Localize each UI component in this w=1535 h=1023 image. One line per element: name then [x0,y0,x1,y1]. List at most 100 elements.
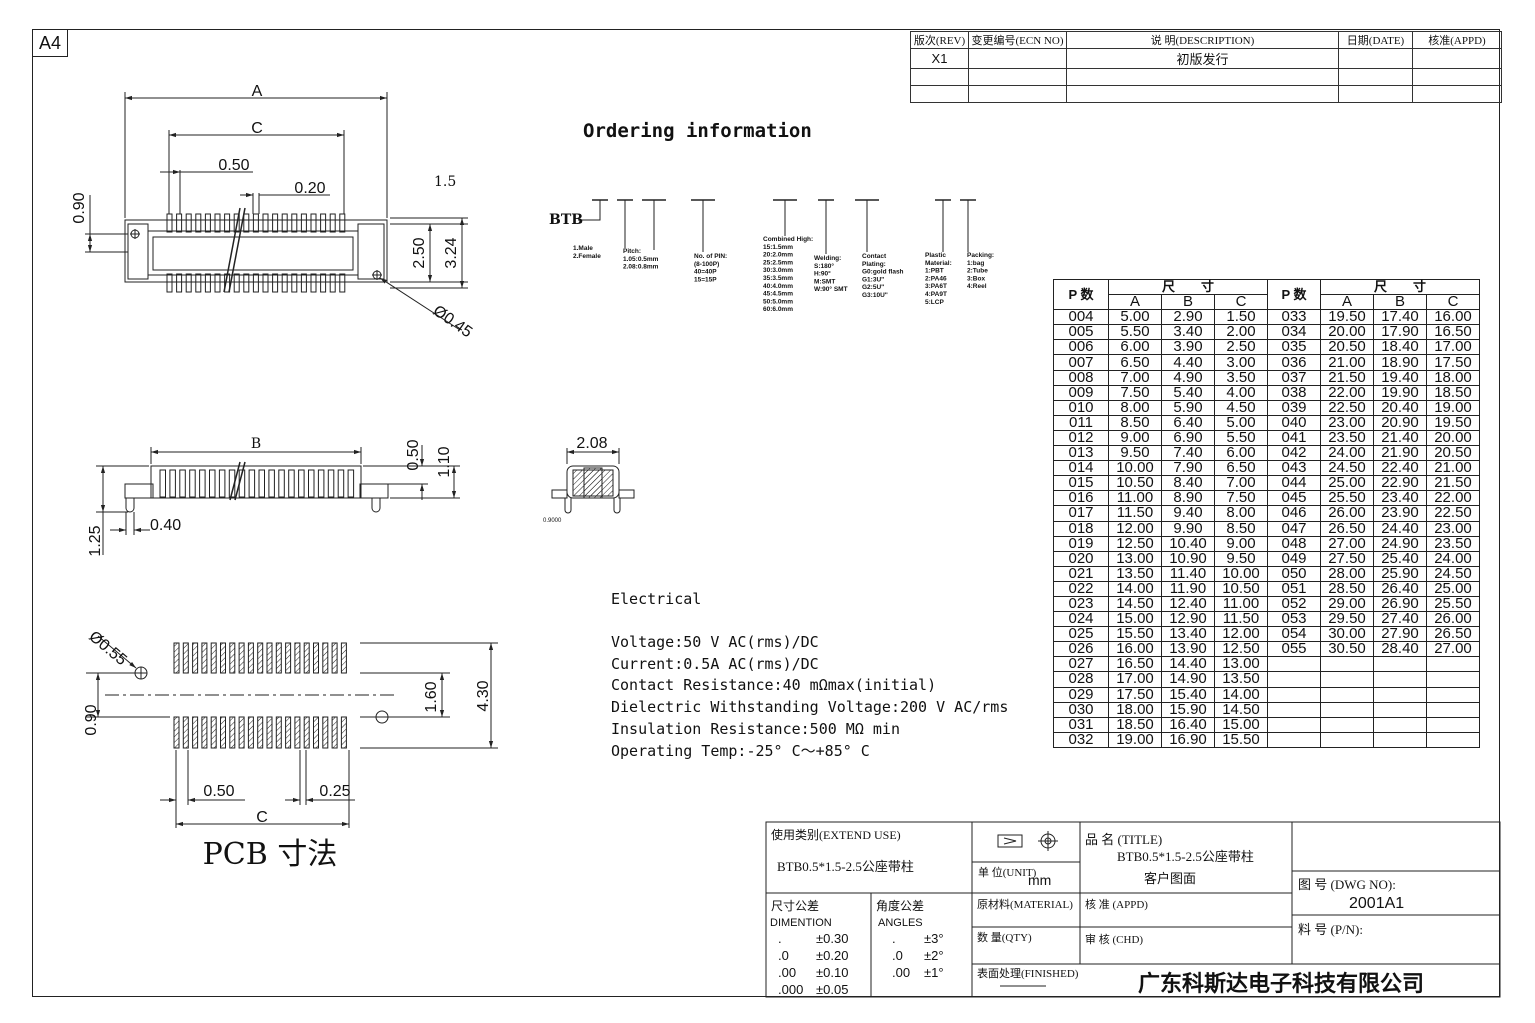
rev-value: X1 [910,48,969,69]
table-cell: 012 [1053,429,1109,447]
pad [238,716,245,749]
table-cell: 18.00 [1426,369,1480,386]
pad [313,642,319,674]
pcb-055-label: Ø0.55 [85,628,129,669]
top-324-label: 3.24 [443,237,460,268]
table-cell: 3.90 [1161,339,1215,356]
side-050-label: 0.50 [405,439,422,470]
table-cell: 009 [1053,384,1109,401]
table-cell: 16.50 [1426,324,1480,341]
table-cell: 15.90 [1161,701,1215,718]
table-cell: 7.90 [1161,460,1215,477]
pin-bottom [310,273,317,293]
ordering-option: 5:LCP [925,299,944,306]
gap-label: 0.20 [294,180,325,197]
table-cell: 3.00 [1214,354,1268,371]
tolerance-value: ±0.05 [816,982,849,997]
table-cell: 4.00 [1214,384,1268,401]
material-label: 原材料(MATERIAL) [977,899,1073,911]
pad [266,716,273,749]
pcb-top-pads [173,642,347,674]
table-cell: 26.50 [1320,520,1374,537]
pin-bottom [339,273,346,293]
table-cell: 20.40 [1373,399,1427,416]
ordering-option: G0:gold flash [862,269,904,276]
ordering-option: 1:PBT [925,268,944,275]
angle-tolerance-row: .00±1° [892,964,944,981]
side-110-label: 1.10 [436,446,453,477]
table-cell: 20.50 [1320,339,1374,356]
table-cell: 029 [1053,686,1109,703]
side-pin [199,469,206,498]
pin-bottom [166,273,173,293]
pin-top [281,213,288,233]
side-pin [327,469,335,498]
table-cell: 21.50 [1426,475,1480,492]
dwg-no-value: 2001A1 [1349,895,1405,912]
pad [201,642,208,674]
pcb-title: PCB 寸法 [203,837,338,872]
table-cell: 25.00 [1426,580,1480,597]
pin-bottom [176,273,183,293]
hole-045-label: Ø0.45 [430,302,476,341]
table-cell: 038 [1267,384,1321,401]
pad [313,716,319,749]
table-cell: 9.40 [1161,505,1215,522]
pin-bottom [300,273,307,293]
angle-tolerance-list: .±3°.0±2°.00±1° [892,930,944,981]
table-cell: 8.50 [1214,520,1268,537]
pin-bottom [214,273,221,293]
table-cell: 25.50 [1426,595,1480,613]
ordering-option: 4:Reel [967,283,987,290]
table-cell: 8.00 [1214,505,1268,522]
table-cell [1267,686,1321,703]
pcb-090-label: 0.90 [83,704,100,735]
table-cell: 7.50 [1108,384,1162,401]
ordering-option: 2:PA46 [925,275,947,282]
table-cell: 032 [1053,731,1109,748]
table-cell: 24.40 [1373,520,1427,537]
side-pin [258,469,265,498]
appd-label: 核 准 (APPD) [1085,899,1148,911]
table-cell: 3.40 [1161,324,1215,341]
pin-bottom [252,273,259,293]
table-cell: 23.50 [1426,535,1480,552]
side-pin [209,469,216,498]
table-cell: 17.50 [1108,686,1162,703]
pad [229,642,236,674]
ordering-option: 40:4.0mm [763,283,793,290]
table-cell: 18.90 [1373,354,1427,371]
side-pin [218,469,226,498]
tolerance-value: ±0.30 [816,931,849,946]
ordering-option: 2.08:0.8mm [623,264,659,271]
table-cell: 14.50 [1214,701,1268,718]
table-cell: 11.50 [1108,505,1162,522]
table-cell: 2.00 [1214,324,1268,341]
ordering-fields: 1.Male2.FemalePitch:1.05:0.5mm2.08:0.8mm… [573,236,994,313]
electrical-title: Electrical [611,590,702,608]
ordering-option: W:90° SMT [814,285,848,293]
table-cell: 14.50 [1108,595,1162,613]
pin-top [320,213,327,233]
pin-bottom [281,273,288,293]
ordering-option: Plastic [925,252,946,259]
table-cell: 23.00 [1426,520,1480,537]
table-cell [1267,671,1321,688]
table-cell: 013 [1053,445,1109,462]
table-cell: 19.40 [1373,369,1427,386]
side-pin [179,469,186,498]
table-cell [1373,686,1427,703]
pad [322,716,329,749]
table-cell [1426,671,1480,688]
table-cell: 7.40 [1161,445,1215,462]
side-pin [278,469,285,498]
pin-top [310,213,317,233]
extend-use-label: 使用类别(EXTEND USE) [771,828,901,842]
pin-bottom [329,273,336,293]
